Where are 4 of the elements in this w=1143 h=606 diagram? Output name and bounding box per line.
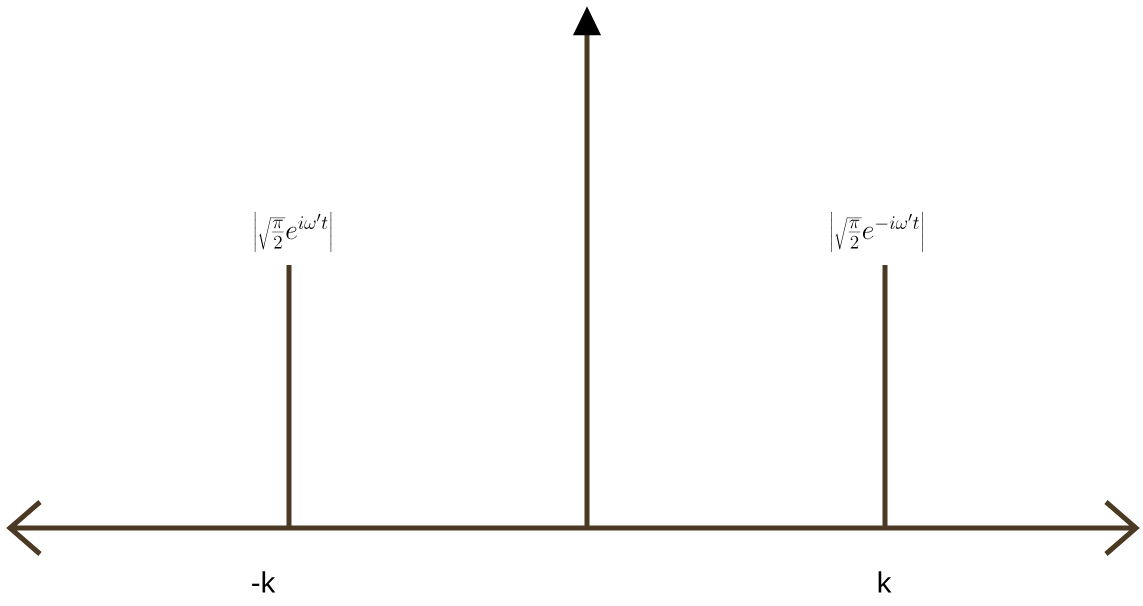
formula-label: $\left|\sqrt{\frac{\pi}{2}}e^{-i\omega' t}\right|$: [831, 211, 923, 253]
tick-label: -k: [252, 571, 276, 593]
formula-label: $\left|\sqrt{\frac{\pi}{2}}e^{i\omega' t}\right|$: [254, 211, 332, 253]
tick-label: k: [878, 571, 892, 593]
